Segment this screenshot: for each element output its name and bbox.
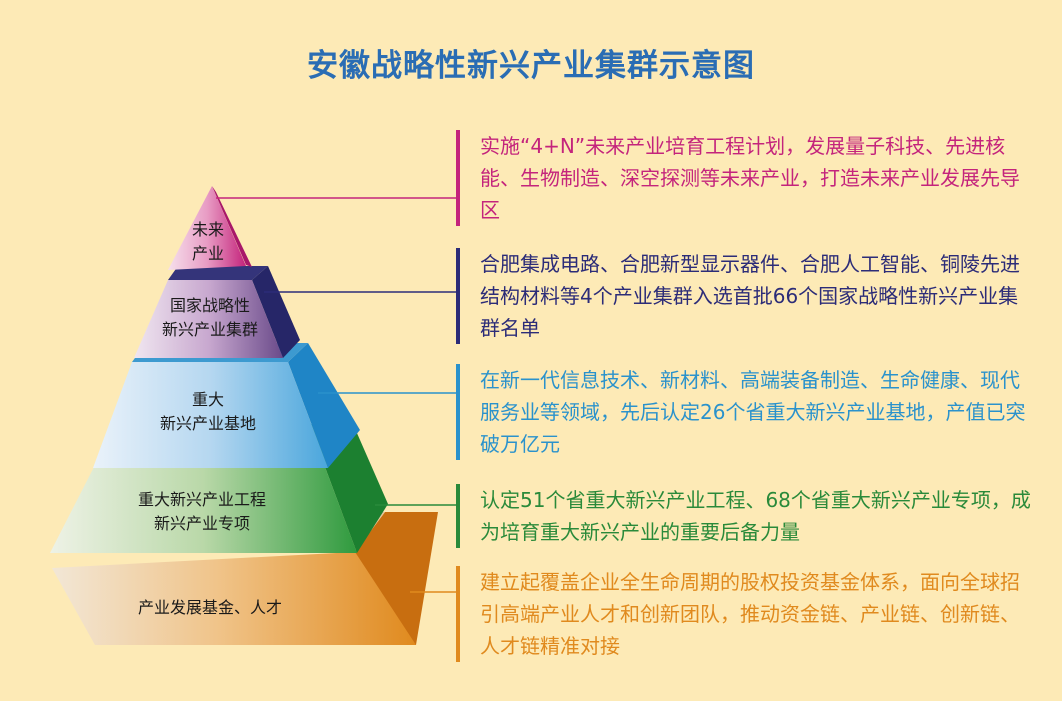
tier-3-front [93, 362, 328, 468]
tier-1-side [212, 186, 252, 267]
tier-4-description: 认定51个省重大新兴产业工程、68个省重大新兴产业专项，成为培育重大新兴产业的重… [456, 484, 1036, 548]
tier-5-front [52, 552, 416, 645]
diagram-title: 安徽战略性新兴产业集群示意图 [307, 48, 755, 84]
tier-2-label: 国家战略性 新兴产业集群 [161, 296, 258, 339]
tier-2-description: 合肥集成电路、合肥新型显示器件、合肥人工智能、铜陵先进结构材料等4个产业集群入选… [456, 248, 1036, 344]
tier-2-top [168, 266, 268, 280]
tier-1-description: 实施“4+N”未来产业培育工程计划，发展量子科技、先进核能、生物制造、深空探测等… [456, 130, 1036, 226]
tier-3-label: 重大 新兴产业基地 [159, 390, 256, 433]
tier-3-description: 在新一代信息技术、新材料、高端装备制造、生命健康、现代服务业等领域，先后认定26… [456, 364, 1036, 460]
tier-1-front [168, 186, 246, 270]
tier-2-front [134, 280, 283, 358]
tier-3-side [288, 343, 360, 468]
tier-4-front [50, 467, 357, 553]
tier-4-side [325, 424, 388, 553]
tier-2-side [252, 266, 300, 358]
tier-4-label: 重大新兴产业工程 新兴产业专项 [137, 490, 266, 533]
tier-5-label: 产业发展基金、人才 [137, 598, 282, 617]
tier-1-label: 未来 产业 [191, 220, 224, 263]
tier-5-description: 建立起覆盖企业全生命周期的股权投资基金体系，面向全球招引高端产业人才和创新团队，… [456, 566, 1036, 662]
